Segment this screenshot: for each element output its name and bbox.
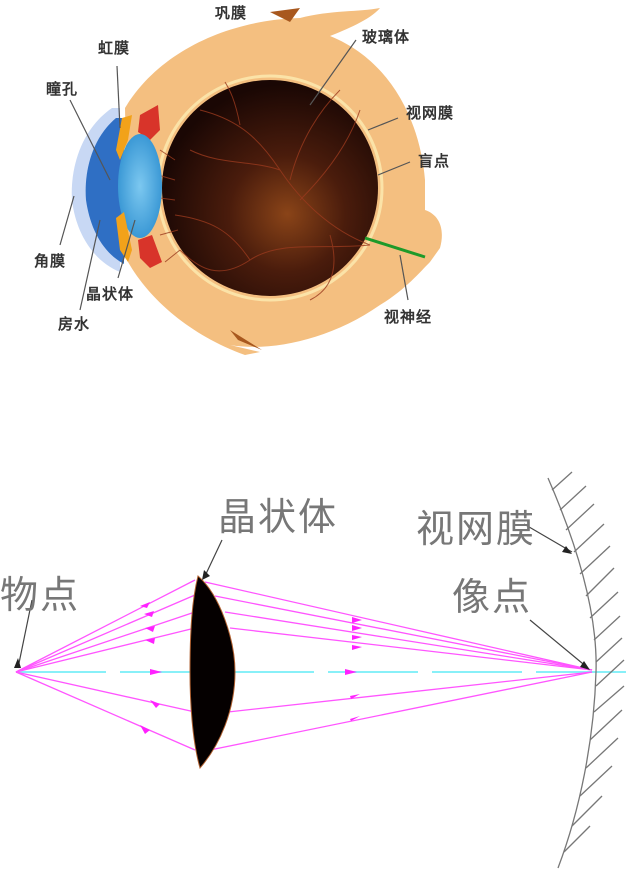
- anterior-chamber: [85, 118, 124, 264]
- label-lens: 晶状体: [86, 285, 135, 303]
- retina-surface: [547, 471, 625, 869]
- crystalline-lens: [118, 134, 162, 238]
- label-vitreous-body: 玻璃体: [362, 28, 411, 46]
- label-object-point: 物点: [0, 573, 81, 617]
- label-lens-optics: 晶状体: [218, 495, 339, 539]
- optic-nerve-line: [364, 236, 426, 259]
- label-optic-nerve: 视神经: [384, 308, 433, 326]
- refracted-rays: [204, 581, 593, 751]
- label-blind-spot: 盲点: [418, 152, 451, 170]
- incident-rays: [15, 579, 196, 751]
- label-retina-optics: 视网膜: [416, 507, 537, 551]
- leader-lines: [59, 39, 411, 311]
- label-retina: 视网膜: [406, 104, 455, 122]
- label-pupil: 瞳孔: [46, 80, 79, 98]
- eye-cross-section-illustration: [59, 8, 442, 355]
- iris: [116, 115, 132, 262]
- ciliary-body: [138, 105, 162, 268]
- optics-ray-diagram: 物点 晶状体 视网膜 像点: [0, 470, 640, 875]
- pointer-arrowheads: [14, 546, 590, 670]
- lens-shape: [189, 575, 236, 770]
- ray-tracing-illustration: [14, 471, 628, 869]
- eye-anatomy-diagram: 巩膜 虹膜 瞳孔 角膜 晶状体 房水 玻璃体 视网膜 盲点 视神经: [0, 0, 640, 360]
- ray-direction-arrows: [140, 602, 362, 734]
- label-cornea: 角膜: [34, 252, 67, 270]
- label-aqueous-humor: 房水: [58, 315, 91, 333]
- vitreous-body: [162, 80, 378, 296]
- label-iris: 虹膜: [98, 39, 131, 57]
- label-sclera: 巩膜: [215, 4, 248, 22]
- retinal-blood-vessels: [157, 81, 371, 301]
- label-pointers: [17, 523, 589, 669]
- label-image-point: 像点: [452, 575, 533, 619]
